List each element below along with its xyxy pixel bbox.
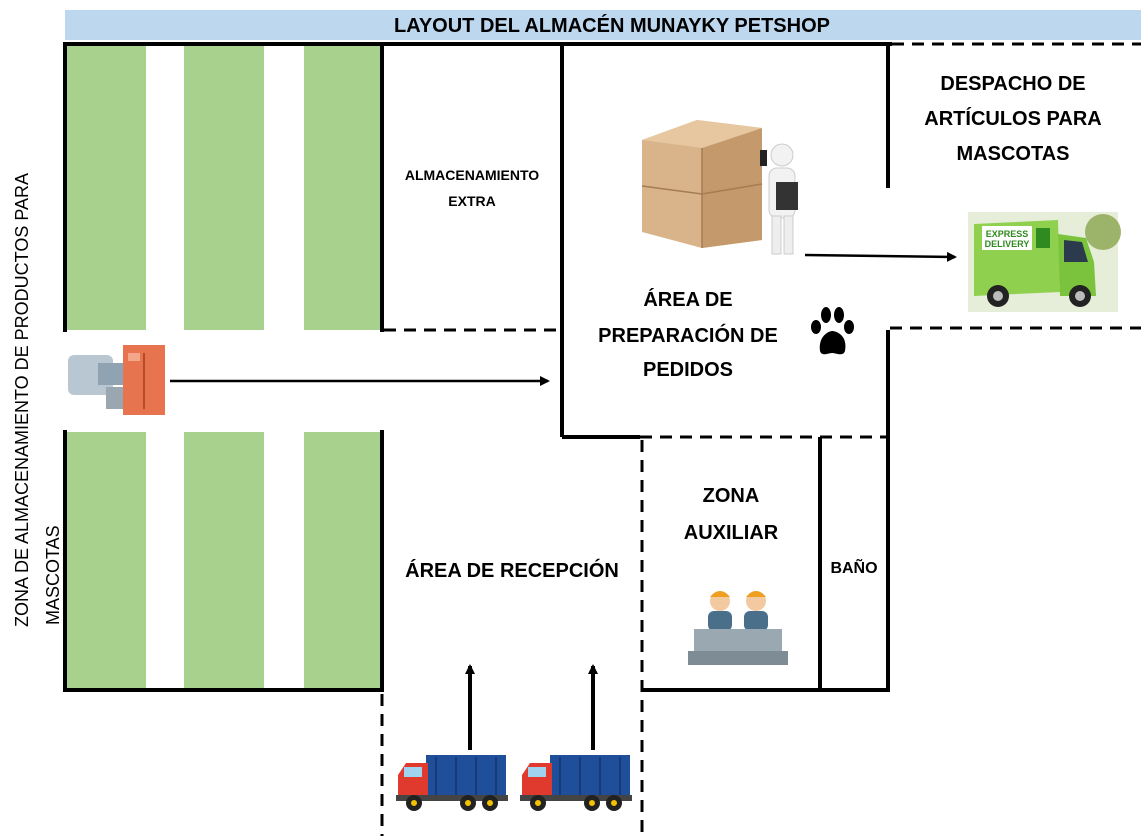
dispatch-label-line2: ARTÍCULOS PARA: [924, 107, 1101, 130]
boxes-worker-icon: [641, 120, 798, 255]
truck-icon: [396, 755, 508, 811]
paw-icon: [811, 307, 854, 355]
aux-zone-label-line1: ZONA: [703, 485, 760, 507]
flow-arrow-to-dispatch: [804, 251, 957, 262]
storage-zone: [63, 42, 384, 692]
prep-area-label-line1: ÁREA DE: [643, 288, 732, 311]
dispatch-label-line1: DESPACHO DE: [940, 73, 1085, 95]
extra-storage-label-line1: ALMACENAMIENTO: [405, 167, 539, 183]
van-text-line1: EXPRESS: [986, 229, 1029, 239]
shelf-top-2: [184, 45, 264, 330]
prep-area-label-line3: PEDIDOS: [643, 359, 733, 381]
shelf-bottom-3: [304, 432, 380, 690]
shelf-top-3: [304, 45, 380, 330]
van-text-line2: DELIVERY: [985, 239, 1030, 249]
truck-icon: [520, 755, 632, 811]
shelf-bottom-1: [67, 432, 146, 690]
aux-zone-label-line2: AUXILIAR: [684, 522, 779, 544]
extra-storage-label-line2: EXTRA: [448, 193, 495, 209]
bathroom-label: BAÑO: [830, 557, 877, 577]
shelf-top-1: [67, 45, 146, 330]
prep-area-label-line2: PREPARACIÓN DE: [598, 323, 778, 347]
storage-zone-label-line2: MASCOTAS: [43, 525, 63, 625]
diagram-title: LAYOUT DEL ALMACÉN MUNAYKY PETSHOP: [394, 14, 830, 37]
storage-zone-label: ZONA DE ALMACENAMIENTO DE PRODUCTOS PARA…: [12, 173, 63, 627]
title-bar: [65, 10, 1141, 40]
workers-desk-icon: [688, 591, 788, 665]
dispatch-label-line3: MASCOTAS: [957, 143, 1070, 165]
reception-label: ÁREA DE RECEPCIÓN: [405, 558, 619, 582]
pallet-jack-icon: [68, 345, 165, 415]
delivery-van-icon: EXPRESS DELIVERY: [968, 212, 1121, 312]
shelf-bottom-2: [184, 432, 264, 690]
storage-zone-label-line1: ZONA DE ALMACENAMIENTO DE PRODUCTOS PARA: [12, 173, 32, 627]
